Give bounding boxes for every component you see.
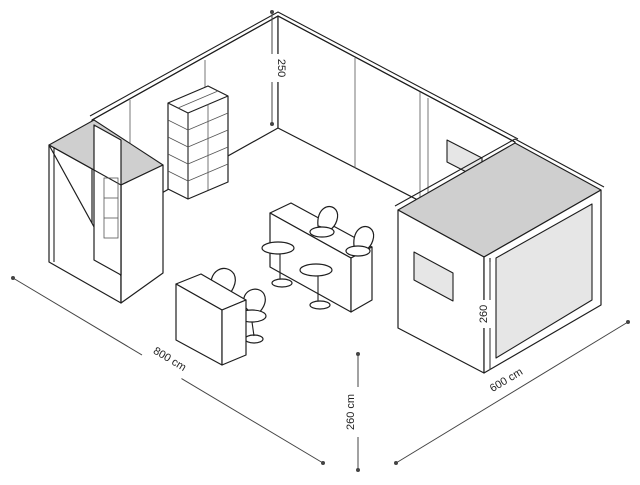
left-storage-booth (48, 119, 164, 304)
stool (309, 205, 339, 238)
stool (345, 225, 375, 257)
wall-height-label: 250 (275, 59, 287, 77)
height-label: 260 cm (345, 394, 357, 430)
bar-stools (261, 205, 375, 310)
stool (299, 263, 333, 310)
booth-height-label: 260 (478, 305, 490, 323)
right-meeting-booth (394, 138, 605, 374)
stool (261, 241, 295, 288)
booth-screen (413, 251, 454, 302)
reception-counter (175, 273, 247, 366)
chair (237, 288, 267, 344)
cube-shelf (167, 85, 229, 200)
